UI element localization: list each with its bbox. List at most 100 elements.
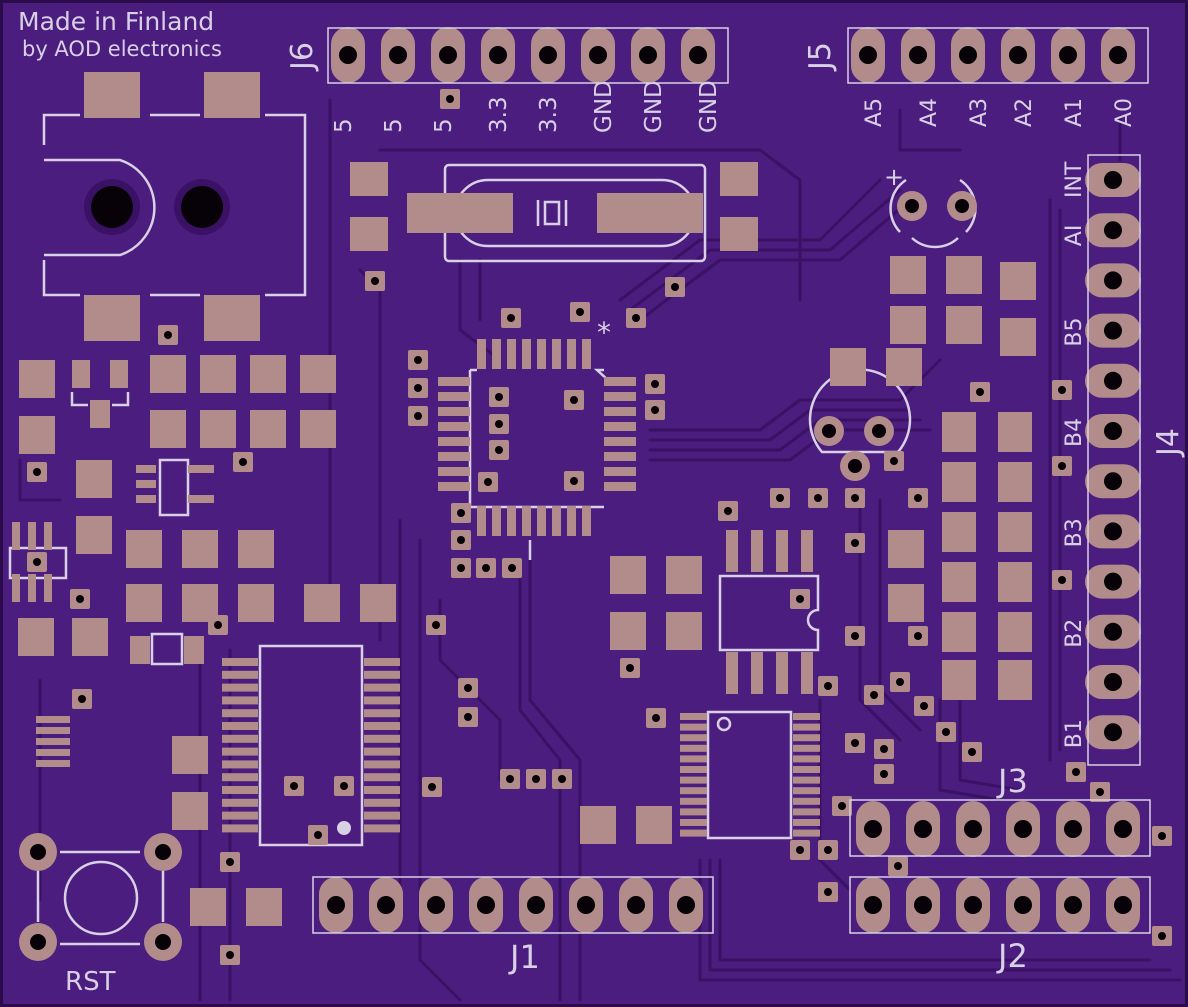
smd-pad	[76, 516, 112, 554]
j6-pin-label-6: GND	[641, 80, 667, 133]
smd-pad	[84, 295, 140, 341]
maker-label: by AOD electronics	[22, 37, 222, 61]
polarity-plus: +	[884, 163, 904, 191]
made-in-label: Made in Finland	[18, 7, 214, 36]
smd-pad	[360, 584, 396, 622]
ssop-pin	[680, 723, 707, 731]
smd-pad	[1000, 262, 1036, 300]
mcu-pin-bottom	[582, 506, 591, 536]
j6-pin-label-3: 3.3	[486, 96, 512, 133]
smd-pad	[1000, 318, 1036, 356]
mcu-pin-top	[582, 339, 591, 369]
smd-pad	[12, 522, 20, 550]
smd-pad	[998, 462, 1032, 502]
smd-pad	[998, 660, 1032, 700]
smd-pad	[720, 217, 758, 251]
j5-pin-label-5: A0	[1112, 98, 1137, 127]
smd-pad	[942, 412, 976, 452]
ic-pin	[222, 722, 258, 730]
ic-pin	[222, 709, 258, 718]
j4-pin-label-4: B3	[1062, 518, 1087, 547]
smd-pad	[136, 465, 156, 473]
mcu-pin-bottom	[477, 506, 486, 536]
smd-pad	[72, 618, 108, 656]
smd-pad	[350, 162, 388, 196]
ic-pin	[364, 709, 400, 718]
smd-pads	[12, 72, 1036, 926]
smd-pad	[126, 584, 162, 622]
soic-pin	[776, 530, 788, 572]
smd-pad	[666, 612, 702, 650]
crystal-symbol-icon	[536, 200, 568, 226]
ic-u5-outline	[706, 710, 793, 840]
ic-pin	[222, 747, 258, 756]
smd-pad	[946, 306, 982, 344]
smd-pad	[250, 355, 286, 393]
mcu-pin-right	[604, 392, 636, 401]
smd-pad	[720, 162, 758, 196]
smd-pad	[28, 574, 36, 602]
ssop-pin	[793, 755, 820, 763]
smd-pad	[942, 462, 976, 502]
ssop-pin	[680, 744, 707, 752]
mcu-pin-bottom	[537, 506, 546, 536]
smd-pad	[172, 792, 208, 830]
mcu-pin-bottom	[507, 506, 516, 536]
mcu-pin-right	[604, 467, 636, 476]
smd-pad	[150, 410, 186, 448]
mcu-pin-top	[567, 339, 576, 369]
smd-pad	[188, 465, 214, 473]
smd-pad	[136, 495, 156, 503]
mcu-pin-bottom	[552, 506, 561, 536]
soic-pin	[726, 652, 738, 694]
ic-pin	[222, 658, 258, 666]
ic-pin	[364, 786, 400, 794]
ic-pin	[222, 773, 258, 782]
ssop-pin	[680, 766, 707, 773]
j5-pin-label-0: A5	[862, 98, 887, 127]
dc-jack-slot	[44, 158, 156, 257]
j6-pin-label-7: GND	[696, 80, 722, 133]
smd-pad	[888, 530, 924, 568]
j5-pin-label-2: A3	[967, 98, 992, 127]
mcu-pin-top	[507, 339, 516, 369]
smd-pad	[19, 360, 55, 398]
smd-pad	[942, 660, 976, 700]
ssop-pin	[793, 766, 820, 773]
dc-jack-outline	[42, 113, 307, 297]
smd-pad	[172, 736, 208, 774]
j6-pin-label-5: GND	[591, 80, 617, 133]
smd-pad	[44, 522, 52, 550]
ssop-pin	[793, 787, 820, 795]
smd-pad	[890, 256, 926, 294]
header-pins	[19, 27, 1151, 961]
ic-pin	[364, 747, 400, 756]
smd-pad	[998, 562, 1032, 602]
smd-pad	[130, 636, 150, 664]
smd-pad	[72, 360, 90, 388]
soic-pin	[751, 652, 763, 694]
ssop-pin	[680, 797, 707, 805]
mcu-pin-top	[537, 339, 546, 369]
ssop-pin	[793, 829, 820, 837]
smd-pad	[886, 348, 922, 386]
tactile-switch-icon	[36, 850, 165, 946]
ic-pin	[364, 696, 400, 705]
ssop-pin	[793, 713, 820, 720]
smd-pad	[90, 400, 110, 428]
sot-pin	[36, 738, 70, 745]
smd-pad	[300, 355, 336, 393]
smd-pad	[12, 574, 20, 602]
smd-pad	[998, 412, 1032, 452]
mcu-pin-right	[604, 407, 636, 416]
j6-pin-label-0: 5	[331, 118, 357, 133]
mcu-pin-top	[522, 339, 531, 369]
ssop-pin	[793, 734, 820, 742]
mcu-pin-left	[438, 482, 470, 491]
mcu-pin-left	[438, 422, 470, 431]
ssop-pin	[793, 819, 820, 826]
ssop-pin	[680, 755, 707, 763]
j6-pin-label-1: 5	[381, 118, 407, 133]
